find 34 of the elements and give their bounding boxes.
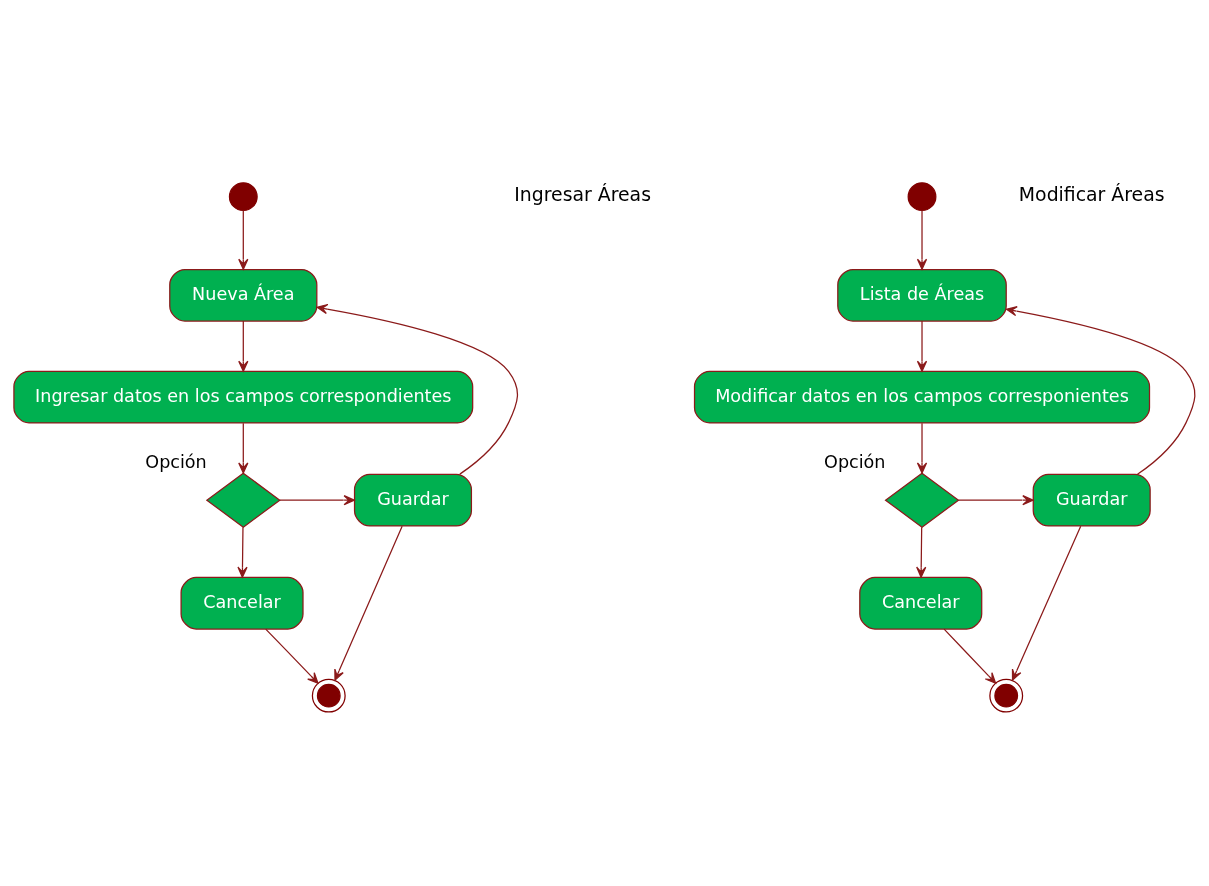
node-circle [228, 182, 258, 212]
arrow [279, 495, 355, 506]
arrow [334, 525, 403, 681]
node-bullseye [311, 678, 346, 713]
arrow [943, 628, 997, 684]
arrow [916, 526, 927, 578]
node-bullseye [989, 678, 1024, 713]
node-box: Cancelar [180, 576, 304, 630]
node-box: Nueva Área [169, 268, 318, 322]
node-label: Opción [824, 452, 886, 473]
node-box: Modificar datos en los campos corresponientes [693, 370, 1151, 424]
arrow [916, 422, 928, 474]
arrow [957, 495, 1034, 506]
node-box: Lista de Áreas [837, 268, 1007, 322]
node-label: Opción [145, 452, 207, 473]
arrow [238, 422, 249, 474]
arrow [265, 628, 319, 684]
arrow [238, 320, 249, 372]
arrow [1005, 306, 1196, 475]
node-diamond [884, 472, 960, 528]
arrow [1011, 525, 1082, 681]
node-box: Ingresar datos en los campos correspondientes [13, 370, 474, 424]
node-circle [907, 182, 937, 212]
node-box: Guardar [353, 473, 473, 527]
label: Modificar Áreas [1018, 184, 1165, 206]
arrow [316, 303, 519, 475]
arrow [237, 526, 248, 578]
arrow [238, 209, 249, 270]
arrow [916, 320, 928, 372]
label: Ingresar Áreas [514, 184, 651, 206]
node-box: Guardar [1032, 473, 1151, 527]
node-box: Cancelar [859, 576, 983, 630]
node-diamond [205, 472, 281, 528]
arrow [916, 209, 928, 270]
